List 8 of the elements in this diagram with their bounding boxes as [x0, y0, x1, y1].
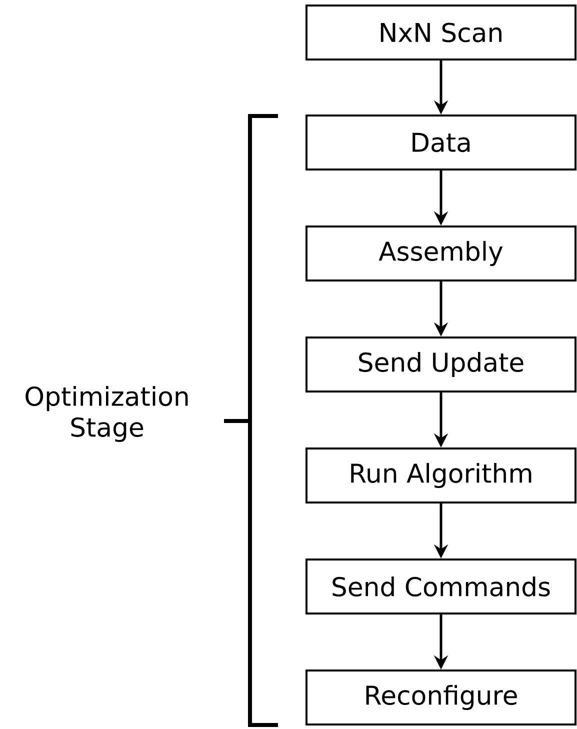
process-box: Send Commands: [306, 558, 576, 614]
side-label: Optimization Stage: [26, 386, 188, 442]
process-box: Run Algorithm: [306, 448, 576, 504]
process-box: NxN Scan: [306, 4, 576, 60]
process-box: Assembly: [306, 226, 576, 282]
process-box: Send Update: [306, 336, 576, 392]
process-box: Data: [306, 114, 576, 170]
process-box: Reconfigure: [306, 670, 576, 726]
